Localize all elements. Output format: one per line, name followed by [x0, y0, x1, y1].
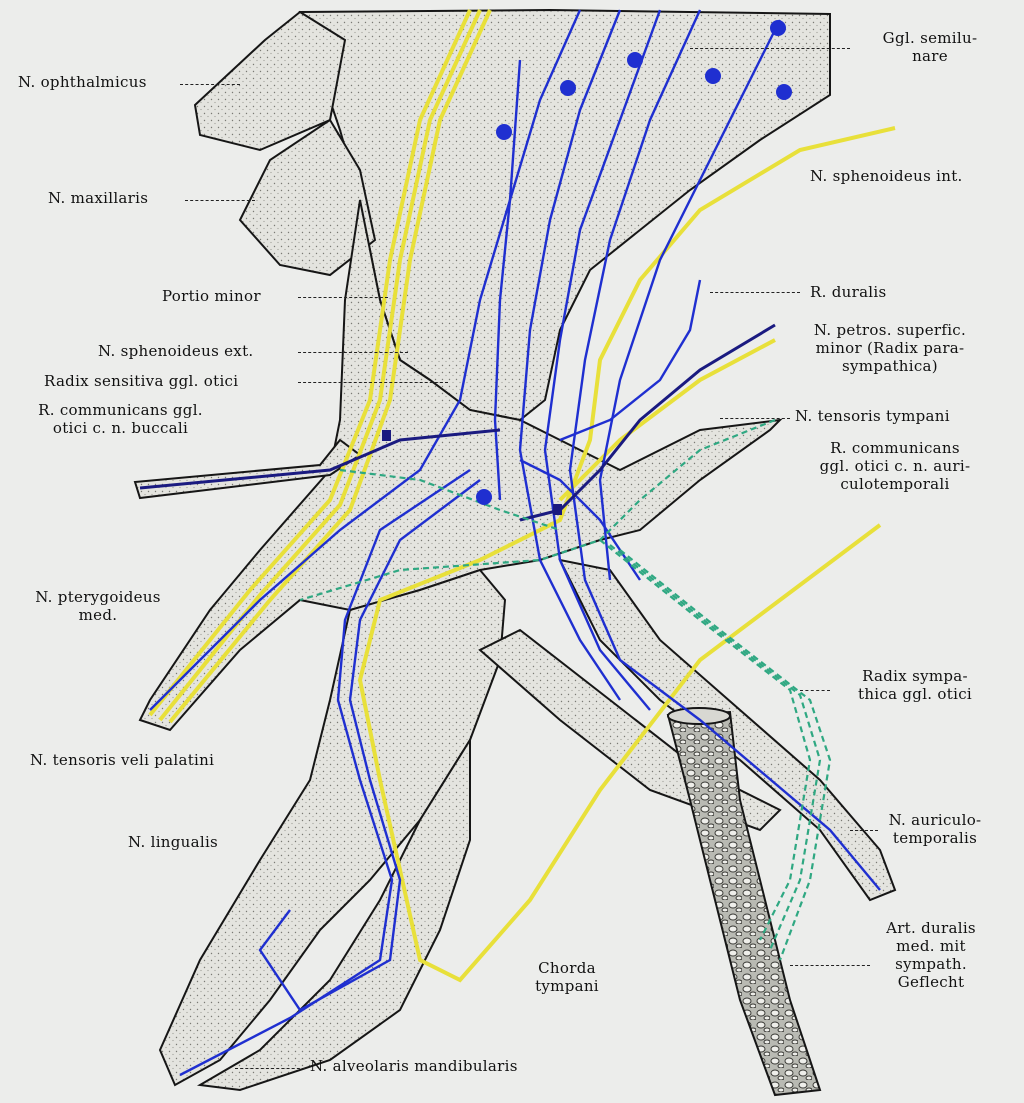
label-art-duralis-line3: sympath.: [895, 955, 967, 973]
label-n-auriculotemporalis-line1: N. auriculo-: [888, 811, 982, 829]
label-r-communicans-buccali-line1: R. communicans ggl.: [38, 401, 203, 419]
label-n-auriculotemporalis-line2: temporalis: [892, 829, 978, 847]
sensory-fibers: [148, 9, 896, 983]
label-r-communicans-buccali-line2: otici c. n. buccali: [52, 419, 189, 437]
leader-line: [710, 292, 800, 293]
label-chorda-line2: tympani: [535, 977, 599, 995]
label-radix-sympathica-line2: thica ggl. otici: [858, 685, 972, 703]
leader-line: [720, 418, 790, 419]
leader-line: [298, 382, 448, 383]
label-n-tensoris-veli-palatini: N. tensoris veli palatini: [30, 751, 215, 769]
label-n-lingualis: N. lingualis: [128, 833, 219, 851]
label-r-duralis: R. duralis: [810, 283, 887, 301]
label-radix-sensitiva: Radix sensitiva ggl. otici: [44, 372, 239, 390]
label-n-petros-line3: sympathica): [842, 357, 938, 375]
label-n-petros-line2: minor (Radix para-: [815, 339, 965, 357]
ganglion-cells: [476, 20, 792, 505]
label-n-pterygoideus-line1: N. pterygoideus: [35, 588, 161, 606]
label-n-petros-line1: N. petros. superfic.: [813, 321, 967, 339]
label-r-communicans-auric-line2: ggl. otici c. n. auri-: [819, 457, 971, 475]
leader-line: [185, 200, 255, 201]
leader-line: [800, 690, 830, 691]
label-n-tensoris-tympani: N. tensoris tympani: [795, 407, 950, 425]
ganglion-cell: [705, 68, 721, 84]
art-duralis-media-shape: [666, 710, 822, 1097]
label-ggl-semilunare-line2: nare: [912, 47, 948, 65]
label-art-duralis-line1: Art. duralis: [886, 919, 976, 937]
label-portio-minor: Portio minor: [162, 287, 261, 305]
leader-line: [298, 352, 408, 353]
leader-line: [790, 965, 870, 966]
label-art-duralis-line4: Geflecht: [897, 973, 965, 991]
label-n-ophthalmicus: N. ophthalmicus: [18, 73, 147, 91]
label-n-pterygoideus-line2: med.: [78, 606, 118, 624]
leader-line: [690, 48, 850, 49]
ganglion-cell: [496, 124, 512, 140]
leader-line: [850, 830, 878, 831]
label-chorda-line1: Chorda: [538, 959, 596, 977]
label-radix-sympathica-line1: Radix sympa-: [862, 667, 968, 685]
ganglion-cell: [476, 489, 492, 505]
leader-line: [235, 1068, 305, 1069]
synapse-markers: [382, 430, 562, 515]
sympathetic-fibers: [299, 418, 832, 961]
artery-opening: [667, 707, 731, 725]
label-n-sphenoideus-int: N. sphenoideus int.: [810, 167, 963, 185]
label-ggl-semilunare-line1: Ggl. semilu-: [882, 29, 978, 47]
ganglion-cell: [627, 52, 643, 68]
leader-line: [298, 297, 388, 298]
n-alveolaris-shape: [196, 736, 471, 1092]
n-lingualis-shape: [158, 568, 507, 1087]
ganglion-cell: [770, 20, 786, 36]
label-art-duralis-line2: med. mit: [896, 937, 966, 955]
label-n-alveolaris-mandibularis: N. alveolaris mandibularis: [310, 1057, 518, 1075]
label-r-communicans-auric-line3: culotemporali: [840, 475, 950, 493]
label-n-sphenoideus-ext: N. sphenoideus ext.: [98, 342, 254, 360]
ganglion-cell: [776, 84, 792, 100]
label-r-communicans-auric-line1: R. communicans: [830, 439, 960, 457]
label-n-maxillaris: N. maxillaris: [48, 189, 149, 207]
n-ophthalmicus-shape: [193, 10, 347, 152]
leader-line: [180, 84, 240, 85]
ganglion-cell: [560, 80, 576, 96]
n-maxillaris-shape: [238, 118, 377, 277]
